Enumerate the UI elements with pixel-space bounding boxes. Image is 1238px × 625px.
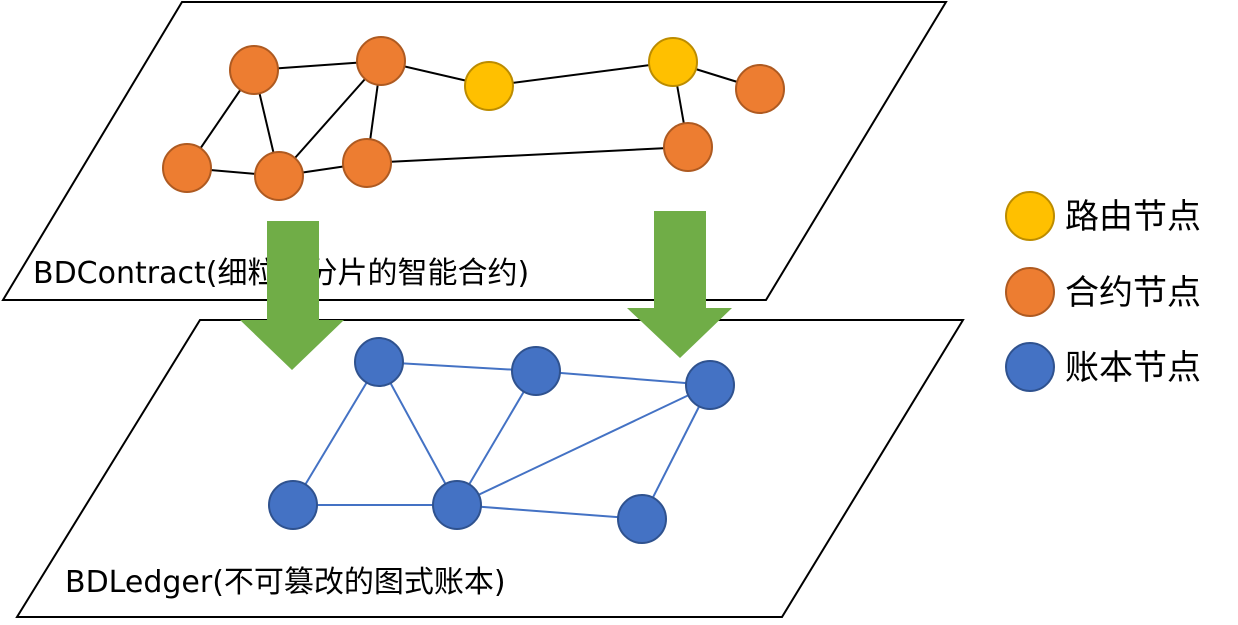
router-node bbox=[464, 61, 514, 111]
contract-edge bbox=[366, 146, 689, 164]
legend-router-swatch bbox=[1005, 191, 1055, 241]
legend-ledger-label: 账本节点 bbox=[1065, 348, 1201, 388]
contract-nodes bbox=[162, 36, 785, 201]
contract-node bbox=[342, 138, 392, 188]
contract-node bbox=[162, 143, 212, 193]
ledger-edge bbox=[456, 384, 711, 506]
contract-node bbox=[356, 36, 406, 86]
ledger-nodes bbox=[268, 337, 735, 544]
ledger-node bbox=[617, 494, 667, 544]
legend-router-label: 路由节点 bbox=[1065, 197, 1201, 237]
ledger-edge bbox=[292, 361, 380, 506]
ledger-node bbox=[432, 480, 482, 530]
router-node bbox=[648, 37, 698, 87]
legend-item-contract: 合约节点 bbox=[1005, 267, 1201, 317]
contract-node bbox=[229, 45, 279, 95]
ledger-node bbox=[268, 480, 318, 530]
ledger-node bbox=[685, 360, 735, 410]
contract-layer: BDContract(细粒度分片的智能合约) bbox=[1, 0, 948, 301]
ledger-layer-label: BDLedger(不可篡改的图式账本) bbox=[65, 565, 506, 600]
ledger-layer: BDLedger(不可篡改的图式账本) bbox=[15, 319, 965, 618]
legend: 路由节点 合约节点 账本节点 bbox=[1005, 191, 1201, 392]
ledger-edge bbox=[641, 384, 711, 520]
contract-node bbox=[663, 122, 713, 172]
legend-contract-swatch bbox=[1005, 267, 1055, 317]
contract-node bbox=[254, 151, 304, 201]
contract-node bbox=[735, 64, 785, 114]
ledger-edge bbox=[456, 504, 643, 520]
ledger-edge bbox=[535, 370, 711, 386]
legend-item-router: 路由节点 bbox=[1005, 191, 1201, 241]
ledger-edge bbox=[456, 370, 537, 506]
ledger-edge bbox=[378, 361, 458, 506]
contract-edge bbox=[278, 60, 382, 177]
ledger-node bbox=[354, 337, 404, 387]
legend-ledger-swatch bbox=[1005, 342, 1055, 392]
ledger-node bbox=[511, 346, 561, 396]
contract-edge bbox=[488, 61, 674, 87]
mapping-arrows bbox=[240, 211, 732, 370]
legend-contract-label: 合约节点 bbox=[1065, 273, 1201, 313]
ledger-edges bbox=[292, 361, 711, 520]
legend-item-ledger: 账本节点 bbox=[1005, 342, 1201, 392]
down-arrow bbox=[240, 221, 344, 370]
down-arrow bbox=[627, 211, 732, 358]
ledger-edge bbox=[378, 361, 537, 372]
